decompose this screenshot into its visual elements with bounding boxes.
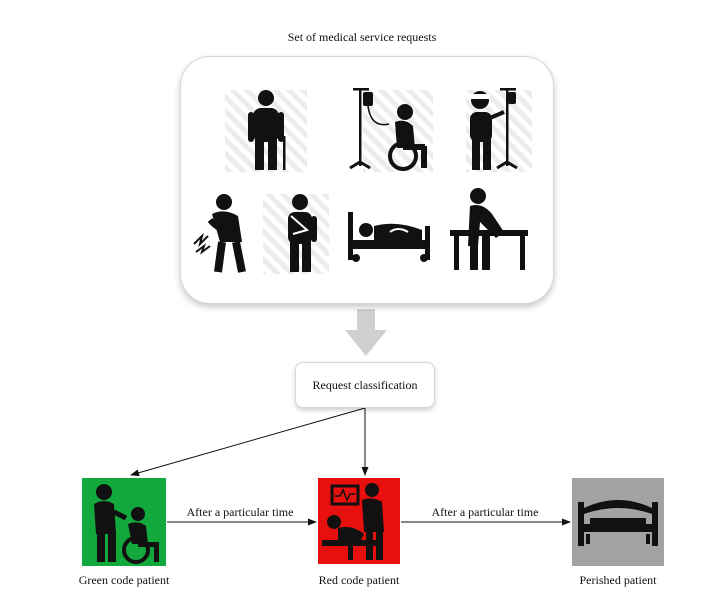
- red-code-label: Red code patient: [318, 573, 400, 587]
- standing-elderly-patient-icon: [225, 90, 307, 172]
- perished-label: Perished patient: [579, 573, 657, 587]
- transition-label-red-to-perished: After a particular time: [431, 505, 539, 519]
- emergency-treatment-icon: [322, 483, 384, 560]
- wheelchair-iv-patient-icon: [349, 88, 433, 172]
- request-classification-box: Request classification: [295, 362, 435, 408]
- flow-arrow: [345, 309, 387, 356]
- caregiver-wheelchair-icon: [94, 484, 159, 564]
- green-code-label: Green code patient: [78, 573, 170, 587]
- bandaged-head-iv-patient-icon: [466, 88, 532, 172]
- bedridden-patient-icon: [348, 212, 430, 262]
- abdominal-pain-patient-icon: [193, 194, 246, 273]
- red-code-box: [318, 478, 400, 564]
- transition-label-green-to-red: After a particular time: [186, 505, 294, 519]
- perished-box: [572, 478, 664, 566]
- green-code-box: [82, 478, 166, 566]
- diagram-title: Set of medical service requests: [287, 30, 437, 44]
- patient-leaning-on-table-icon: [450, 188, 528, 270]
- arm-sling-patient-icon: [263, 194, 329, 274]
- empty-bed-icon: [578, 500, 658, 546]
- connector-to-green: [130, 407, 366, 477]
